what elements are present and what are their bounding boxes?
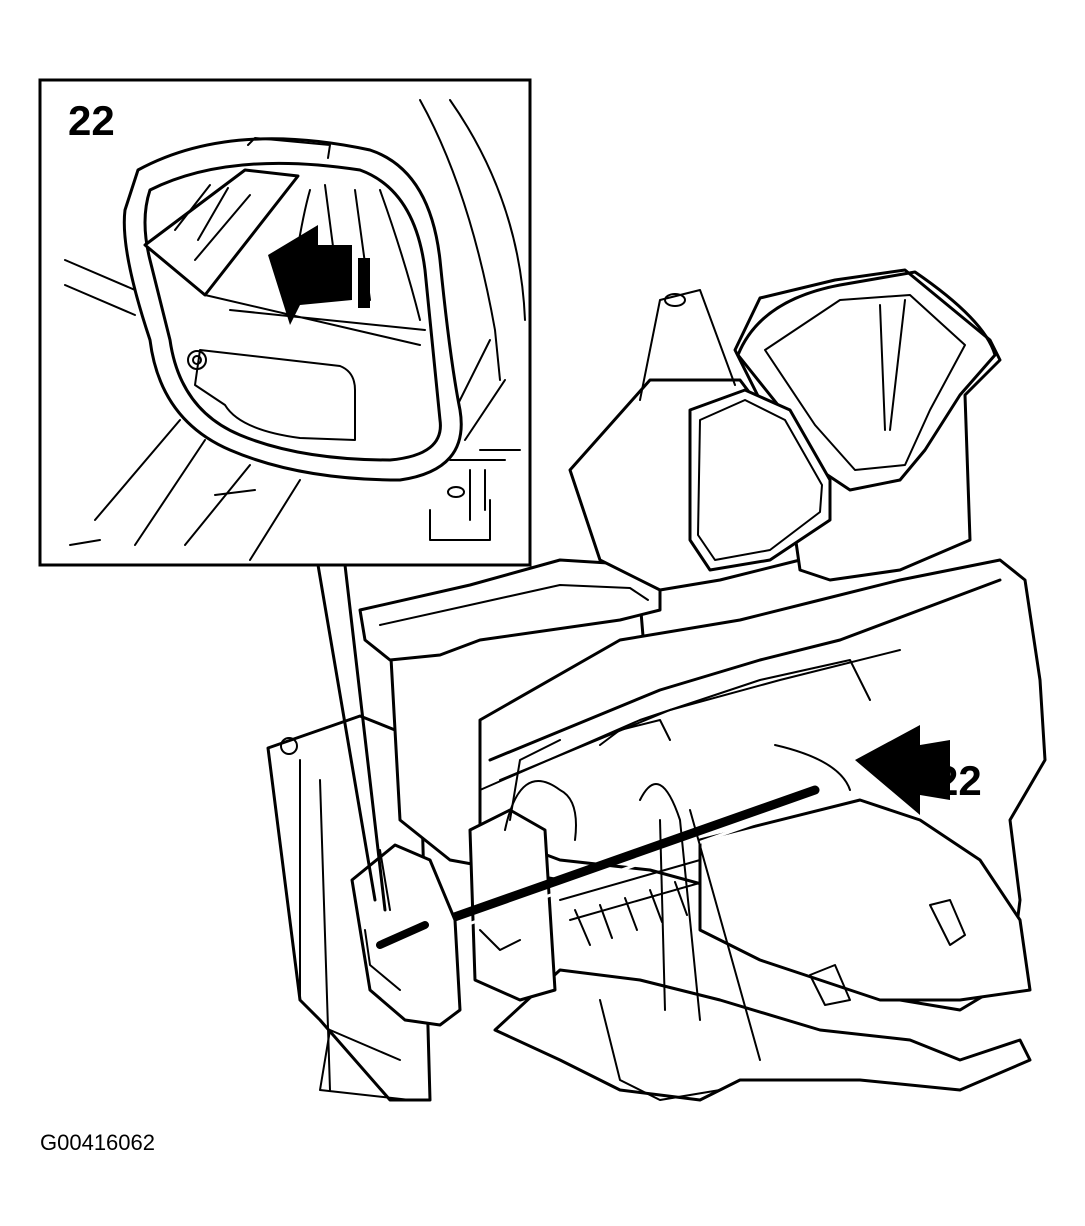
detail-inset [38, 78, 532, 567]
main-callout-label: 22 [935, 757, 982, 804]
figure-id: G00416062 [40, 1130, 155, 1155]
leader-lines [316, 563, 391, 912]
main-arrow-22 [855, 725, 950, 815]
heater-housing-assembly [266, 268, 1047, 1102]
detail-callout-label: 22 [68, 97, 115, 144]
